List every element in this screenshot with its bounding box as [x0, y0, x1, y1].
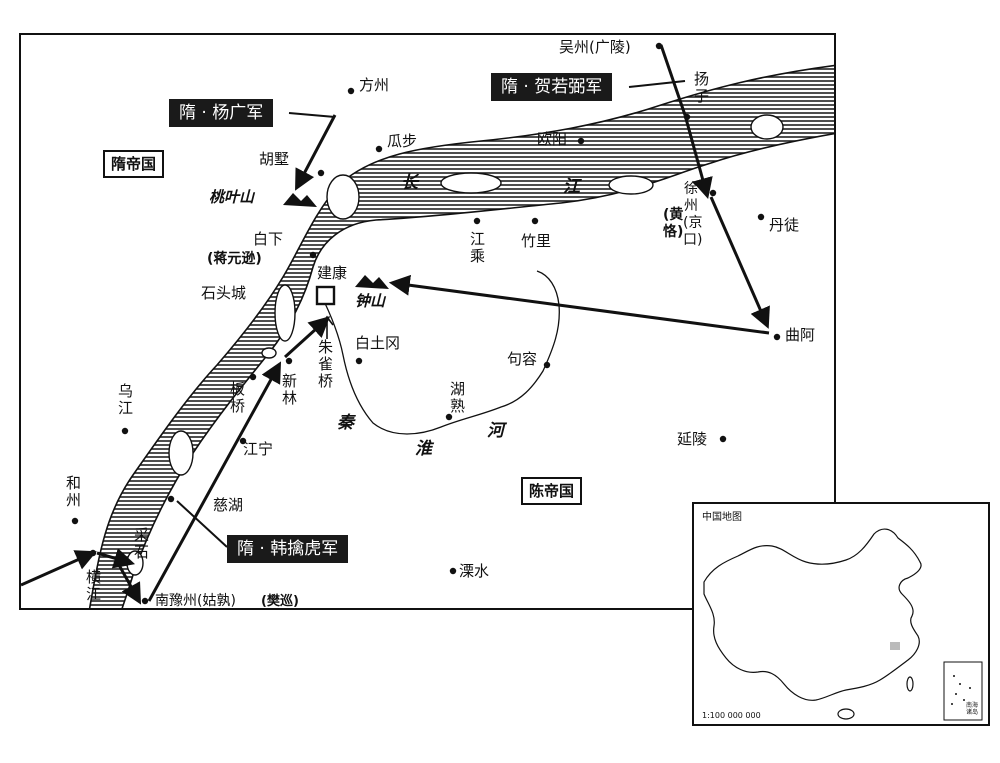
label-fangzhou: 方州: [359, 76, 390, 94]
island: [168, 430, 194, 476]
south-sea-islands: [951, 675, 971, 705]
arrow-he-ruobi-1: [659, 44, 687, 116]
label-wujiang: 乌江: [117, 382, 133, 417]
river-label-qin: 秦: [337, 413, 354, 433]
label-hengjiang: 横江: [85, 568, 101, 603]
label-zhuli: 竹里: [521, 232, 552, 250]
label-hezhou: 和州: [65, 474, 81, 509]
island: [608, 175, 654, 195]
label-zhuqueqiao: 朱雀桥: [317, 338, 333, 390]
river-label-huai: 淮: [415, 439, 432, 459]
label-shitoucheng: 石头城: [201, 284, 247, 302]
label-huangke: (黄恪): [663, 207, 684, 240]
island: [261, 347, 277, 359]
state-label-sui: 隋帝国: [103, 150, 165, 178]
arrow-he-ruobi-3: [709, 196, 770, 329]
label-wuzhou: 吴州(广陵): [559, 38, 631, 56]
label-jiankang: 建康: [317, 264, 348, 282]
leader-line: [288, 112, 336, 118]
island: [274, 284, 296, 342]
taiwan-island: [906, 676, 914, 692]
arrow-han-qinhu-3: [117, 564, 142, 605]
arrow-han-qinhu-1: [21, 550, 97, 587]
inset-title: 中国地图: [702, 512, 742, 523]
qinhuai-river: [320, 270, 560, 435]
arrow-han-qinhu-5: [283, 316, 331, 359]
label-xuzhou-jingkou: 徐州(京口): [683, 181, 703, 248]
label-lishui: 溧水: [459, 562, 490, 580]
label-baitugang: 白土冈: [355, 334, 401, 352]
label-banqiao: 板桥: [229, 380, 245, 415]
army-label-yang-guang: 隋 · 杨广军: [169, 99, 274, 127]
label-xinlin: 新林: [281, 372, 297, 407]
south-china-sea-box: [943, 661, 983, 721]
label-guabu: 瓜步: [387, 132, 418, 150]
jiankang-marker: [315, 285, 336, 306]
leader-line: [628, 80, 686, 88]
label-baixia: 白下: [253, 230, 284, 248]
label-yanling: 延陵: [677, 430, 708, 448]
label-taoyeshan: 桃叶山: [209, 188, 255, 206]
map-graphics: [21, 42, 834, 608]
river-label-chang: 长: [401, 173, 418, 193]
label-nanyuzhou: 南豫州(姑孰): [155, 593, 236, 609]
label-qua: 曲阿: [785, 326, 816, 344]
inset-scale: 1:100 000 000: [702, 711, 761, 720]
arrow-he-ruobi-4: [388, 274, 770, 335]
island: [750, 114, 784, 140]
river-label-he: 河: [487, 421, 504, 441]
label-yangzi: 扬子: [693, 70, 709, 105]
leader-line: [176, 500, 228, 548]
highlight-region: [890, 642, 900, 650]
label-zhongshan: 钟山: [355, 292, 386, 310]
inset-china-map: 中国地图 南海诸岛 1:100 000 000: [692, 502, 990, 726]
label-jiangyuanxun: (蒋元逊): [207, 251, 262, 267]
label-cihu: 慈湖: [213, 496, 244, 514]
label-dantu: 丹徒: [769, 216, 800, 234]
bridge-icon: [320, 315, 334, 339]
label-hushu: 湖熟: [449, 380, 465, 415]
hainan-island: [837, 708, 855, 720]
label-jurong: 句容: [507, 350, 538, 368]
china-outline-path: [703, 528, 922, 701]
mountain-icon: [283, 193, 317, 207]
arrow-han-qinhu-2: [96, 548, 136, 569]
label-caishi: 采石: [133, 526, 149, 561]
island: [326, 174, 360, 220]
china-outline: [703, 528, 983, 721]
label-ouyang: 欧阳: [537, 130, 568, 148]
arrow-han-qinhu-4: [147, 361, 282, 602]
army-label-he-ruobi: 隋 · 贺若弼军: [491, 73, 613, 101]
main-map: 隋帝国 陈帝国 隋 · 杨广军 隋 · 贺若弼军 隋 · 韩擒虎军 吴州(广陵)…: [19, 33, 836, 610]
state-label-chen: 陈帝国: [521, 477, 583, 505]
label-jiangcheng: 江乘: [469, 230, 485, 265]
arrow-he-ruobi-2: [683, 114, 713, 200]
island: [440, 172, 502, 194]
inset-box-text: 南海诸岛: [966, 702, 979, 716]
mountain-icon: [355, 275, 389, 289]
river-label-jiang: 江: [563, 177, 580, 197]
label-jiangning: 江宁: [243, 440, 274, 458]
arrow-yang-guang: [295, 114, 337, 191]
army-label-han-qinhu: 隋 · 韩擒虎军: [227, 535, 349, 563]
label-husu: 胡墅: [259, 150, 290, 168]
label-fanxun: (樊巡): [261, 594, 299, 609]
city-dots: [71, 42, 781, 605]
